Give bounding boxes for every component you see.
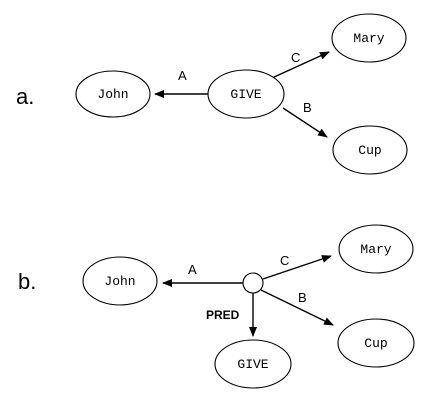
panel-b-node-cup xyxy=(337,318,415,368)
panel-b-node-mary xyxy=(338,224,414,274)
panel-a: a. John GIVE Mary Cup A C B xyxy=(16,13,408,175)
panel-b-label: b. xyxy=(18,269,36,294)
panel-b-edge-b-label: B xyxy=(298,290,307,305)
panel-b: b. John Mary Cup GIVE A C B PRED xyxy=(18,224,415,389)
panel-a-node-mary xyxy=(331,13,407,63)
panel-a-node-cup xyxy=(332,125,408,175)
panel-b-edge-pred-label: PRED xyxy=(206,308,240,322)
panel-a-node-mary-label: Mary xyxy=(353,31,384,46)
panel-a-edge-a-label: A xyxy=(178,68,187,83)
panel-b-node-give-label: GIVE xyxy=(237,357,268,372)
panel-b-node-john xyxy=(82,256,158,306)
panel-a-node-give xyxy=(207,69,285,119)
panel-b-edge-c-label: C xyxy=(280,253,289,268)
panel-a-node-cup-label: Cup xyxy=(358,143,381,158)
panel-b-edge-b-arrow xyxy=(260,289,334,326)
panel-a-node-john xyxy=(75,70,151,118)
panel-a-edge-b-label: B xyxy=(303,100,312,115)
panel-b-predicate-node xyxy=(242,272,264,294)
panel-b-node-cup-label: Cup xyxy=(364,336,387,351)
panel-a-node-john-label: John xyxy=(97,87,128,102)
panel-b-node-john-label: John xyxy=(104,274,135,289)
panel-b-node-give xyxy=(214,339,292,389)
panel-a-edge-c-label: C xyxy=(291,50,300,65)
panel-b-node-mary-label: Mary xyxy=(360,242,391,257)
panel-a-label: a. xyxy=(16,84,34,109)
panel-b-edge-a-label: A xyxy=(188,262,197,277)
panel-a-node-give-label: GIVE xyxy=(230,87,261,102)
panel-a-edge-b-arrow xyxy=(282,107,328,138)
panel-b-edge-c-arrow xyxy=(262,255,332,280)
